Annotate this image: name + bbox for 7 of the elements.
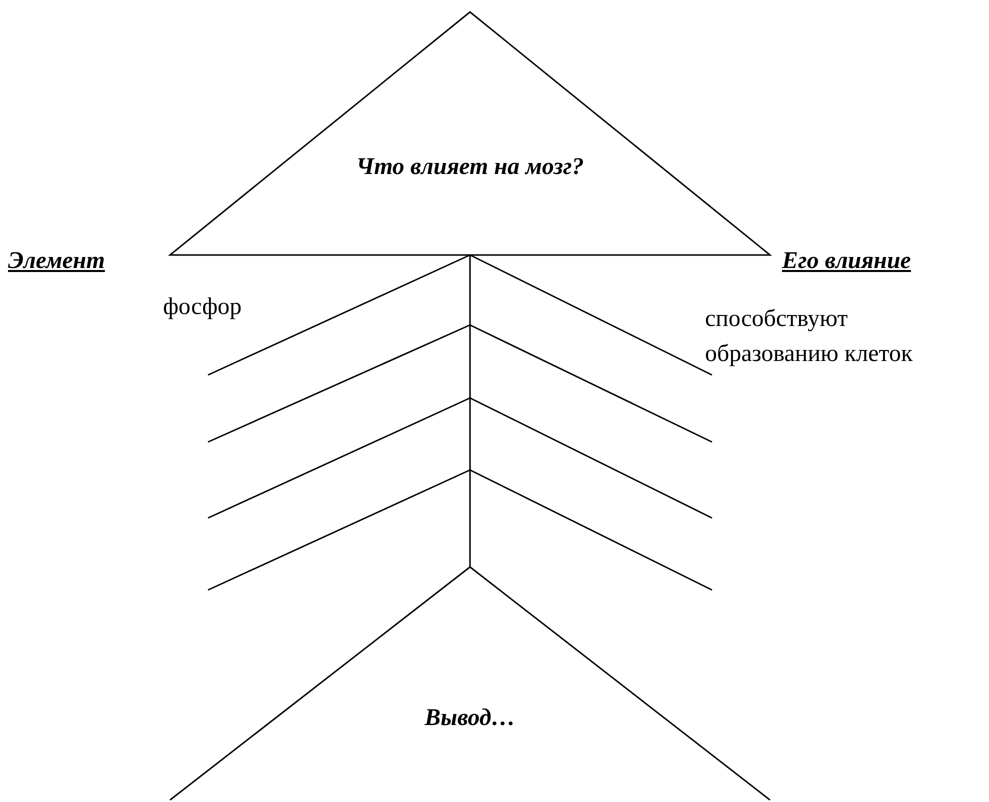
node-text: Вывод…	[424, 704, 516, 733]
element-entry: фосфор	[163, 293, 243, 322]
spine-line	[469, 255, 471, 567]
effect-entry: способствуют образованию клеток	[705, 305, 914, 369]
node-text: Что влияет на мозг?	[355, 153, 585, 182]
column-heading: Его влияние	[782, 247, 912, 276]
column-heading: Элемент	[8, 247, 106, 276]
